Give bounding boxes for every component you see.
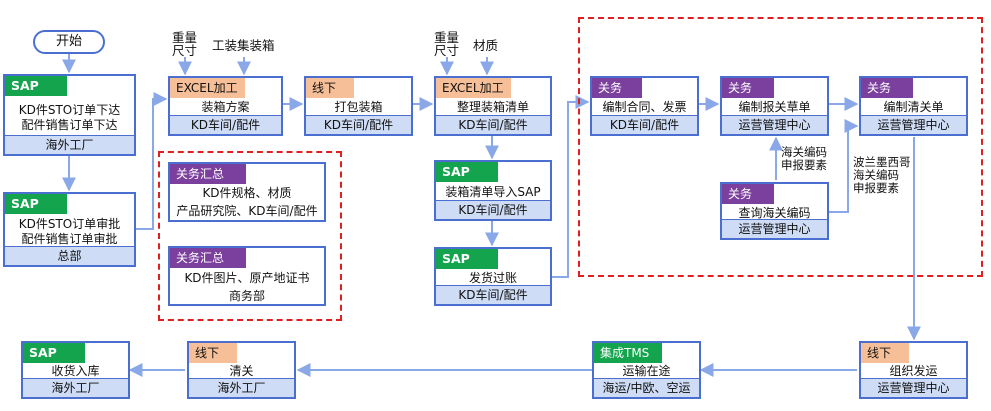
node-text-line1: KD件STO订单下达: [18, 103, 121, 117]
tag-customs-summary: 关务汇总: [170, 164, 246, 184]
node-text-line1: 收货入库: [51, 364, 100, 378]
node-owner: 运营管理中心: [722, 115, 827, 134]
node-offline-packing: 线下 打包装箱 KD车间/配件: [304, 76, 413, 136]
tag-excel: EXCEL加工: [436, 78, 511, 98]
node-text-line2: 商务部: [228, 289, 265, 303]
node-text-line1: 组织发运: [889, 364, 938, 378]
node-owner: KD车间/配件: [436, 115, 550, 134]
node-text-line1: 打包装箱: [334, 100, 383, 114]
node-customs-summary-certificates: 关务汇总 KD件图片、原产地证书 商务部: [168, 246, 326, 306]
tag-customs: 关务: [861, 78, 913, 98]
tag-customs: 关务: [722, 184, 774, 204]
node-text-line1: KD件规格、材质: [202, 186, 292, 200]
arrow-query-to-clearlist: [829, 119, 859, 213]
label-material: 材质: [473, 38, 499, 53]
node-owner: 海外工厂: [5, 135, 134, 154]
node-text-line2: 配件销售订单下达: [21, 118, 118, 132]
label-size-1: 尺寸: [172, 43, 198, 58]
node-text-line1: 装箱方案: [201, 100, 250, 114]
arrow-approve-to-packplan: [136, 92, 168, 230]
tag-sap: SAP: [436, 249, 498, 269]
node-owner: KD车间/配件: [436, 285, 550, 304]
tag-customs-summary: 关务汇总: [170, 248, 246, 268]
node-owner: 运营管理中心: [722, 219, 827, 238]
node-text-line1: 整理装箱清单: [456, 100, 529, 114]
label-weight-1: 重量: [172, 30, 198, 45]
node-offline-dispatch: 线下 组织发运 运营管理中心: [859, 341, 968, 399]
node-offline-clearance: 线下 清关 海外工厂: [187, 341, 296, 399]
label-weight-2: 重量: [434, 30, 460, 45]
tag-sap: SAP: [436, 162, 498, 182]
node-text-line1: 查询海关编码: [738, 206, 811, 220]
tag-sap: SAP: [5, 76, 67, 96]
node-text-line1: KD件STO订单审批: [18, 217, 121, 231]
tag-sap: SAP: [5, 194, 67, 214]
node-text-line2: 配件销售订单审批: [21, 232, 118, 246]
node-owner: 海外工厂: [23, 378, 128, 397]
node-customs-declaration-draft: 关务 编制报关草单 运营管理中心: [720, 76, 829, 136]
tag-offline: 线下: [861, 343, 909, 363]
node-text-line1: 发货过账: [468, 271, 517, 285]
node-owner: KD车间/配件: [592, 115, 697, 134]
node-sap-goods-issue: SAP 发货过账 KD车间/配件: [434, 247, 552, 306]
node-owner: 总部: [5, 246, 134, 265]
node-tms-in-transit: 集成TMS 运输在途 海运/中欧、空运: [592, 341, 701, 399]
node-text-line1: 装箱清单导入SAP: [445, 185, 541, 199]
tag-tms: 集成TMS: [594, 343, 662, 363]
node-customs-clearance-list: 关务 编制清关单 运营管理中心: [859, 76, 968, 136]
node-sap-order-release: SAP KD件STO订单下达 配件销售订单下达 海外工厂: [3, 74, 136, 156]
tag-offline: 线下: [189, 343, 237, 363]
tag-excel: EXCEL加工: [170, 78, 245, 98]
node-sap-packlist-import: SAP 装箱清单导入SAP KD车间/配件: [434, 160, 552, 221]
node-owner: 运营管理中心: [861, 378, 966, 397]
node-excel-pack-plan: EXCEL加工 装箱方案 KD车间/配件: [168, 76, 283, 136]
node-text-line1: 运输在途: [622, 364, 671, 378]
tag-offline: 线下: [306, 78, 354, 98]
node-text-line1: KD件图片、原产地证书: [184, 271, 310, 285]
node-text-line2: 产品研究院、KD车间/配件: [176, 204, 318, 218]
node-customs-summary-specs: 关务汇总 KD件规格、材质 产品研究院、KD车间/配件: [168, 162, 326, 222]
node-owner: 海运/中欧、空运: [594, 378, 699, 397]
node-owner: KD车间/配件: [306, 115, 411, 134]
node-customs-hs-code-query: 关务 查询海关编码 运营管理中心: [720, 182, 829, 240]
node-owner: KD车间/配件: [436, 200, 550, 219]
node-owner: KD车间/配件: [170, 115, 281, 134]
node-owner: 运营管理中心: [861, 115, 966, 134]
start-node: 开始: [33, 30, 105, 54]
node-owner: 海外工厂: [189, 378, 294, 397]
node-sap-order-approve: SAP KD件STO订单审批 配件销售订单审批 总部: [3, 192, 136, 267]
label-hs-code-note-1: 海关编码 申报要素: [781, 145, 827, 172]
node-text-line1: 编制合同、发票: [602, 100, 687, 114]
node-excel-pack-list: EXCEL加工 整理装箱清单 KD车间/配件: [434, 76, 552, 136]
customs-processing-group: [578, 17, 983, 277]
label-size-2: 尺寸: [434, 43, 460, 58]
node-text-line1: 编制清关单: [883, 100, 944, 114]
node-customs-contract-invoice: 关务 编制合同、发票 KD车间/配件: [590, 76, 699, 136]
tag-sap: SAP: [23, 343, 85, 363]
label-tooling: 工装集装箱: [212, 38, 275, 53]
tag-customs: 关务: [592, 78, 642, 98]
label-hs-code-note-2: 波兰墨西哥 海关编码 申报要素: [853, 155, 911, 195]
node-text-line1: 清关: [229, 364, 254, 378]
node-sap-goods-receipt: SAP 收货入库 海外工厂: [21, 341, 130, 399]
customs-summary-group: [158, 151, 342, 321]
node-text-line1: 编制报关草单: [738, 100, 811, 114]
tag-customs: 关务: [722, 78, 774, 98]
